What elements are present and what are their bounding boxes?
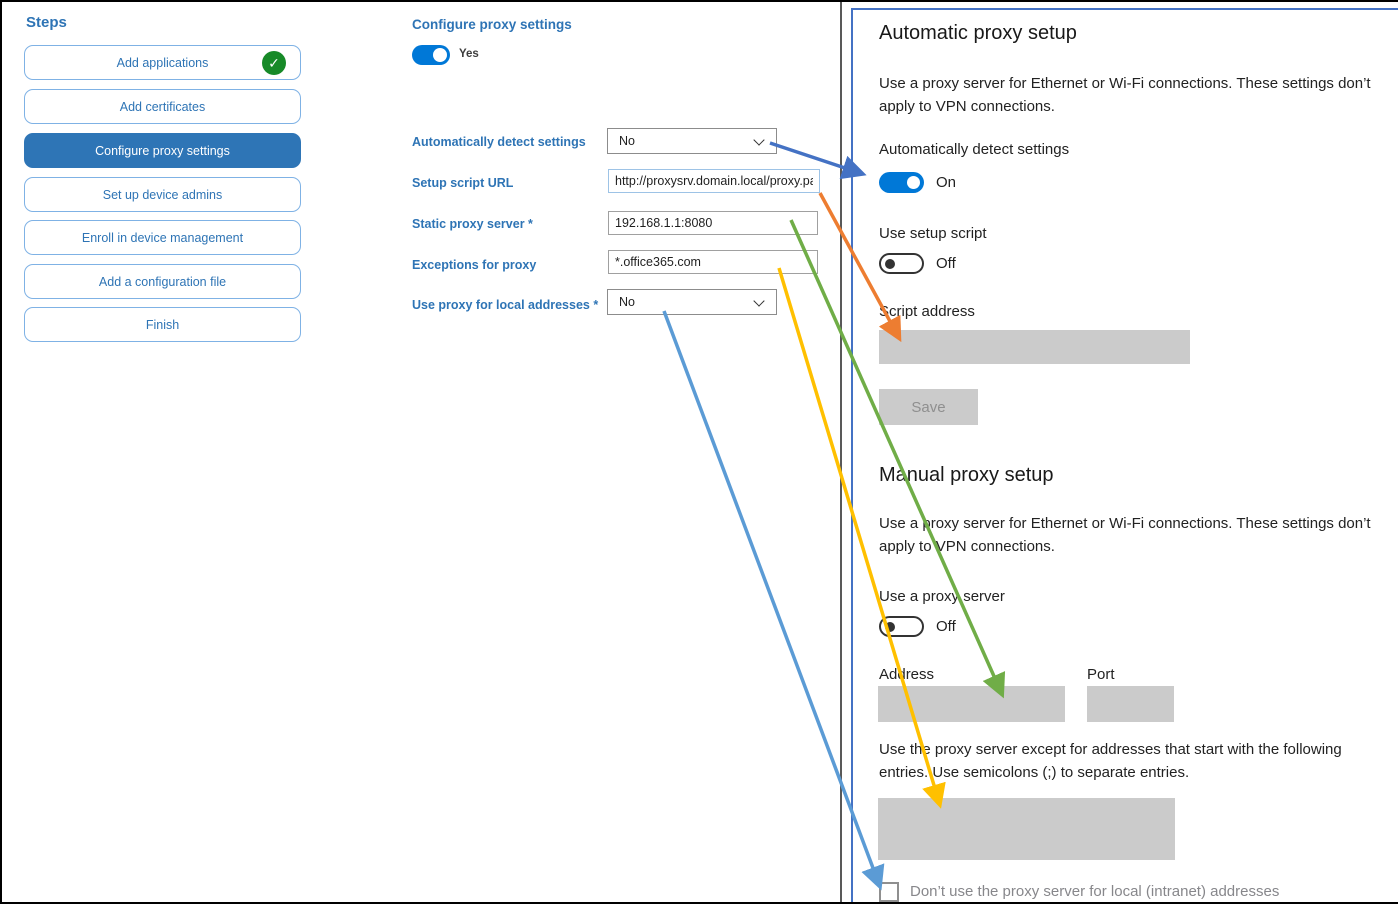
use-setup-script-toggle-label: Use setup script xyxy=(879,225,987,242)
selected-value: No xyxy=(619,295,635,309)
setup-script-url-input[interactable] xyxy=(608,169,820,193)
step-add-applications[interactable]: Add applications ✓ xyxy=(24,45,301,80)
use-proxy-server-toggle[interactable] xyxy=(879,616,924,637)
vertical-divider xyxy=(840,2,842,902)
use-setup-script-toggle-state: Off xyxy=(936,255,956,272)
auto-detect-toggle-label: Automatically detect settings xyxy=(879,141,1070,158)
auto-detect-toggle[interactable] xyxy=(879,172,924,193)
chevron-down-icon xyxy=(753,134,765,146)
use-proxy-server-toggle-label: Use a proxy server xyxy=(879,588,1005,605)
step-label: Enroll in device management xyxy=(81,230,244,245)
exceptions-textarea[interactable] xyxy=(878,798,1175,860)
address-label: Address xyxy=(879,666,935,683)
field-label-setup-script-url: Setup script URL xyxy=(412,176,514,190)
field-label-local-addresses: Use proxy for local addresses * xyxy=(412,298,599,312)
configure-proxy-toggle-state: Yes xyxy=(459,48,479,60)
automatic-proxy-setup-heading: Automatic proxy setup xyxy=(879,22,1077,44)
step-label: Add a configuration file xyxy=(98,274,227,289)
local-addresses-select[interactable]: No xyxy=(607,289,777,315)
automatic-proxy-description: Use a proxy server for Ethernet or Wi-Fi… xyxy=(879,75,1371,115)
exceptions-description: Use the proxy server except for addresse… xyxy=(879,741,1342,781)
step-add-certificates[interactable]: Add certificates xyxy=(24,89,301,124)
script-address-input[interactable] xyxy=(879,330,1190,364)
step-label: Configure proxy settings xyxy=(95,143,230,158)
step-configure-proxy-settings[interactable]: Configure proxy settings xyxy=(24,133,301,168)
toggle-knob xyxy=(885,258,895,269)
static-proxy-server-input[interactable] xyxy=(608,211,818,235)
toggle-knob xyxy=(907,176,920,189)
page-title: Configure proxy settings xyxy=(412,17,572,32)
port-label: Port xyxy=(1087,666,1115,683)
use-proxy-server-toggle-state: Off xyxy=(936,618,956,635)
field-label-auto-detect: Automatically detect settings xyxy=(412,135,586,149)
manual-proxy-description: Use a proxy server for Ethernet or Wi-Fi… xyxy=(879,515,1371,555)
address-input[interactable] xyxy=(878,686,1065,722)
auto-detect-toggle-state: On xyxy=(936,174,957,191)
field-label-exceptions: Exceptions for proxy xyxy=(412,258,537,272)
script-address-label: Script address xyxy=(879,303,975,320)
step-label: Add applications xyxy=(116,55,209,70)
step-set-up-device-admins[interactable]: Set up device admins xyxy=(24,177,301,212)
completed-check-icon: ✓ xyxy=(262,51,286,75)
selected-value: No xyxy=(619,134,635,148)
local-addresses-checkbox-label: Don’t use the proxy server for local (in… xyxy=(910,883,1280,900)
toggle-knob xyxy=(885,621,895,632)
local-addresses-checkbox[interactable] xyxy=(879,882,899,902)
step-finish[interactable]: Finish xyxy=(24,307,301,342)
toggle-knob xyxy=(433,48,447,62)
step-label: Set up device admins xyxy=(102,187,223,202)
step-label: Add certificates xyxy=(119,99,206,114)
field-label-static-proxy: Static proxy server * xyxy=(412,217,533,231)
arrow-local-addresses-mapping xyxy=(662,310,885,891)
chevron-down-icon xyxy=(753,295,765,307)
manual-proxy-setup-heading: Manual proxy setup xyxy=(879,464,1054,486)
step-label: Finish xyxy=(145,317,180,332)
auto-detect-select[interactable]: No xyxy=(607,128,777,154)
proxy-exceptions-input[interactable] xyxy=(608,250,818,274)
steps-title: Steps xyxy=(26,14,67,31)
step-enroll-in-device-management[interactable]: Enroll in device management xyxy=(24,220,301,255)
configure-proxy-toggle[interactable] xyxy=(412,45,450,65)
save-button[interactable]: Save xyxy=(879,389,978,425)
port-input[interactable] xyxy=(1087,686,1174,722)
step-add-a-configuration-file[interactable]: Add a configuration file xyxy=(24,264,301,299)
use-setup-script-toggle[interactable] xyxy=(879,253,924,274)
